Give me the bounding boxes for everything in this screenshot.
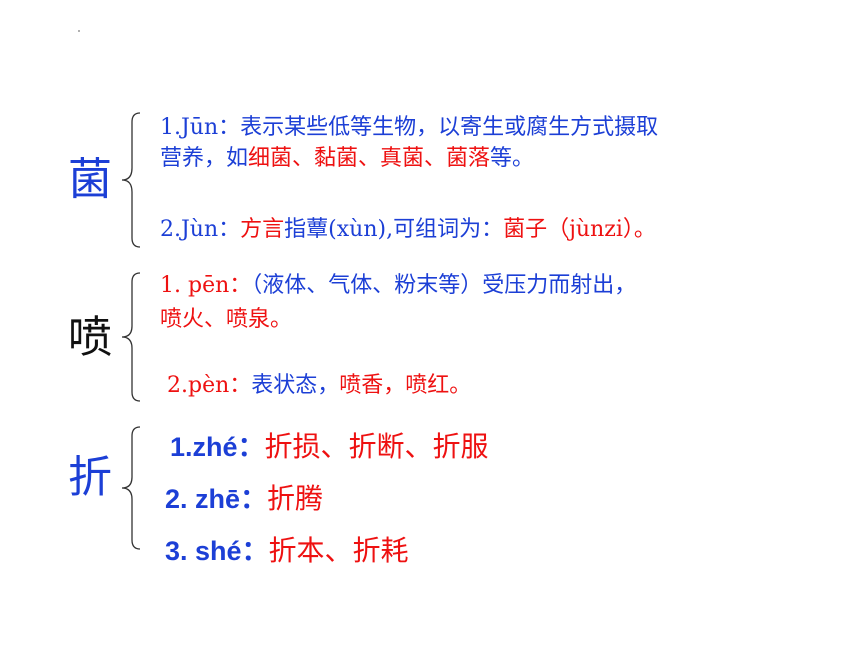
entry-pen-line-2: 喷火、喷泉。: [160, 304, 292, 336]
entry-pen-line-1: 1. pēn：（液体、气体、粉末等）受压力而射出，: [160, 270, 636, 302]
zhe-item-3: 3. shé：折本、折耗: [165, 534, 409, 568]
zhe-item-1: 1.zhé：折损、折断、折服: [170, 430, 489, 464]
pen-definition-2: 表状态，: [251, 373, 340, 398]
entry-jun-line-2: 营养，如细菌、黏菌、真菌、菌落等。: [160, 143, 534, 175]
jun-example-words: 细菌、黏菌、真菌、菌落: [248, 146, 491, 171]
jun-dialect-label: 方言: [240, 217, 285, 242]
jun-word-junzi: 菌子（jùnzi）。: [503, 217, 656, 242]
zhe-item-2: 2. zhē：折腾: [165, 482, 323, 516]
zhe-pinyin-2: 2. zhē：: [165, 484, 268, 514]
stray-dot: [78, 30, 80, 32]
pen-example-words: 喷火、喷泉。: [160, 307, 293, 332]
entry-head-zhe: 折: [68, 452, 112, 503]
entry-jun-line-3: 2.Jùn：方言指蕈(xùn),可组词为：菌子（jùnzi）。: [160, 214, 656, 246]
pen-definition-1: （液体、气体、粉末等）受压力而射出，: [251, 273, 637, 298]
entry-jun-line-1: 1.Jūn：表示某些低等生物，以寄生或腐生方式摄取: [160, 112, 658, 144]
jun-definition-1: 1.Jūn：表示某些低等生物，以寄生或腐生方式摄取: [160, 115, 659, 140]
jun-definition-1-end: 等。: [490, 146, 535, 171]
jun-pinyin-2: 2.Jùn：: [160, 217, 241, 242]
brace-pen: [121, 272, 141, 402]
pen-pinyin-2: 2.pèn：: [167, 373, 252, 398]
jun-definition-1-cont: 营养，如: [160, 146, 249, 171]
pen-pinyin-1: 1. pēn：: [160, 273, 252, 298]
zhe-pinyin-3: 3. shé：: [165, 536, 269, 566]
entry-head-jun: 菌: [68, 154, 112, 205]
pen-example-words-2: 喷香，喷红。: [339, 373, 472, 398]
brace-jun: [121, 112, 141, 248]
jun-definition-2: 指蕈(xùn),可组词为：: [284, 217, 504, 242]
zhe-pinyin-1: 1.zhé：: [170, 432, 265, 462]
entry-head-pen: 喷: [68, 312, 112, 363]
zhe-words-1: 折损、折断、折服: [264, 430, 489, 463]
zhe-words-2: 折腾: [267, 482, 324, 515]
brace-zhe: [121, 426, 141, 550]
zhe-words-3: 折本、折耗: [268, 534, 409, 567]
entry-pen-line-3: 2.pèn：表状态，喷香，喷红。: [167, 370, 471, 402]
